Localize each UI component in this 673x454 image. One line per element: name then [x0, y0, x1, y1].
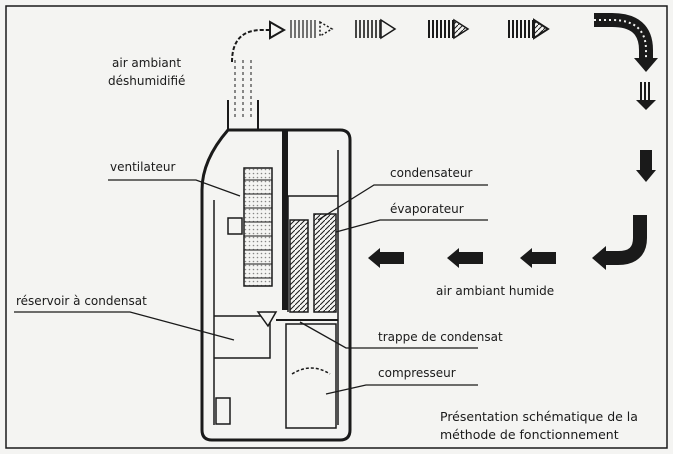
corner-arrow-top-right — [594, 13, 658, 72]
label-trap: trappe de condensat — [378, 330, 503, 344]
label-fan: ventilateur — [110, 160, 176, 174]
exhaust-duct-dashes — [234, 60, 252, 120]
label-air-dehumidified-2: déshumidifié — [108, 74, 186, 88]
condenser-coil — [289, 219, 309, 313]
fan-grille — [227, 167, 273, 287]
label-air-dehumidified-1: air ambiant — [112, 56, 182, 70]
leader-lines — [14, 179, 488, 395]
humid-air-arrows — [368, 248, 556, 268]
frame-border — [5, 5, 668, 449]
right-down-arrows — [636, 82, 656, 182]
reservoir-funnel — [256, 311, 278, 328]
exhaust-duct — [227, 100, 259, 130]
reservoir-tank — [214, 315, 271, 359]
device-body — [200, 128, 352, 442]
compressor-dome — [291, 367, 331, 375]
coil-housing — [287, 195, 338, 312]
exhaust-arrowhead — [269, 20, 287, 40]
caption-line-1: Présentation schématique de la — [440, 409, 638, 424]
center-divider — [282, 130, 288, 310]
corner-arrow-bottom-right — [592, 215, 647, 270]
caption-line-2: méthode de fonctionnement — [440, 427, 619, 442]
base-block-left — [215, 397, 231, 425]
label-evaporator: évaporateur — [390, 202, 464, 216]
compressor-box — [285, 323, 337, 429]
label-compressor: compresseur — [378, 366, 456, 380]
label-humid-air: air ambiant humide — [436, 284, 555, 298]
exhaust-curve-arrow — [231, 29, 270, 63]
top-arrows — [290, 18, 550, 40]
evaporator-coil — [313, 213, 337, 313]
label-reservoir: réservoir à condensat — [16, 294, 147, 308]
label-condenser: condensateur — [390, 166, 473, 180]
